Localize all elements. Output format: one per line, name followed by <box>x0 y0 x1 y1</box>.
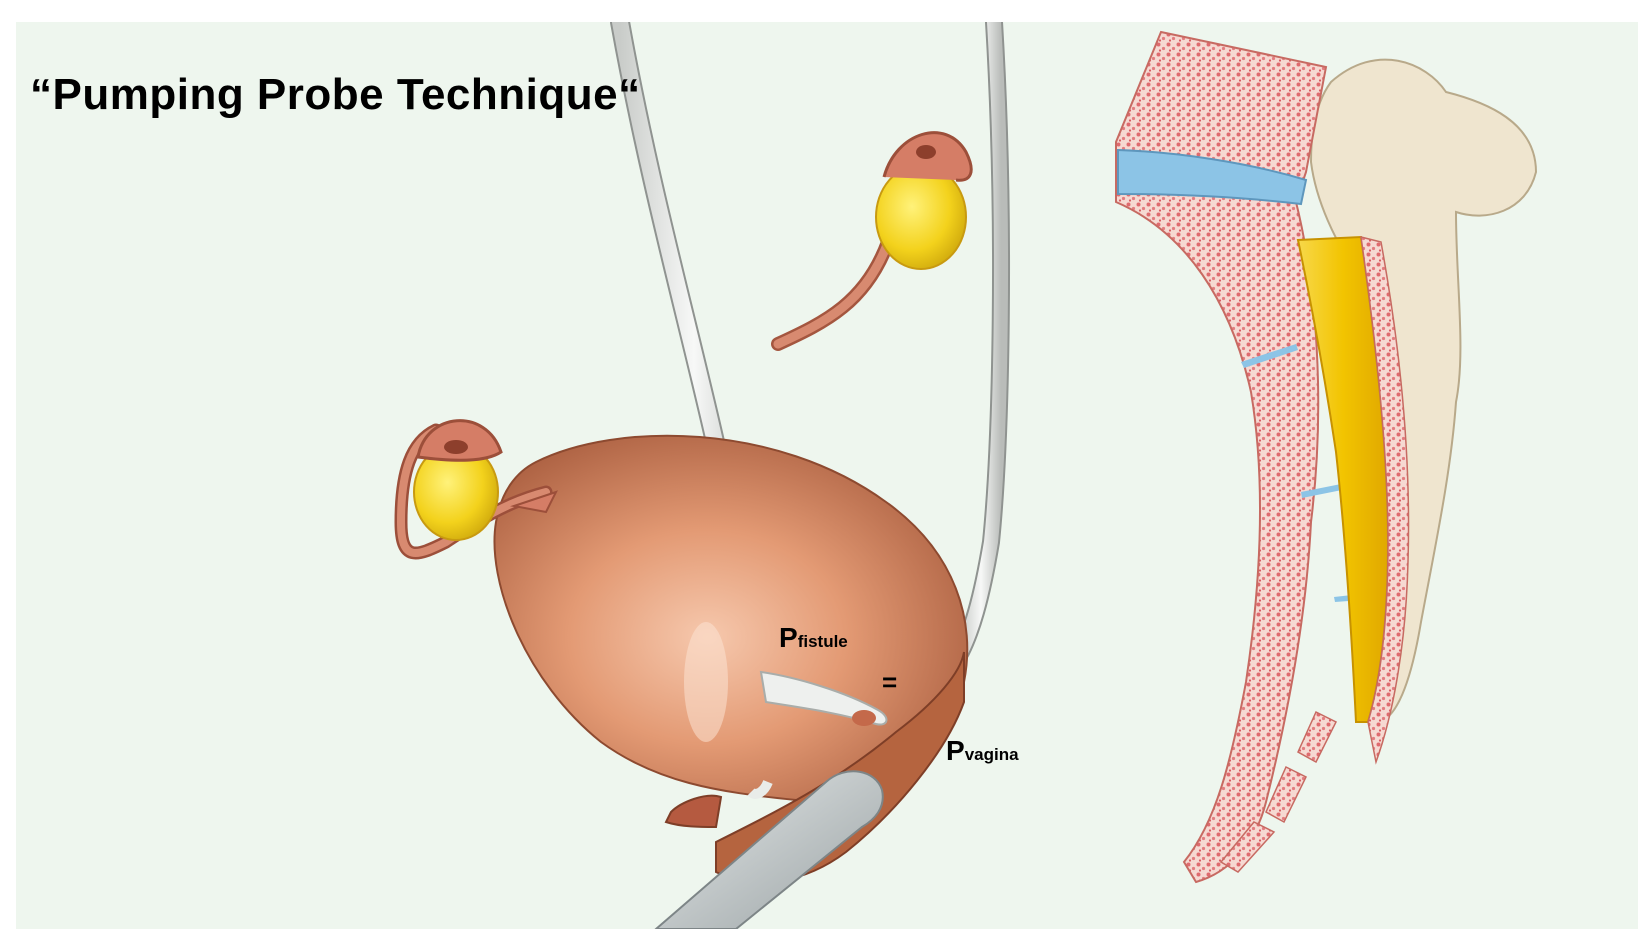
label-p-vagina: Pvagina <box>946 735 1019 767</box>
label-equals: = <box>882 667 897 698</box>
label-p-fistule-main: P <box>779 622 798 653</box>
sacrum-cross-section <box>1116 32 1536 882</box>
slide-canvas: “Pumping Probe Technique“ Pfistule = Pva… <box>16 22 1638 929</box>
upper-kidney <box>778 133 971 344</box>
anatomy-illustration <box>16 22 1638 929</box>
bladder <box>494 436 967 883</box>
label-p-vagina-sub: vagina <box>965 745 1019 764</box>
catheter-right <box>961 22 1001 652</box>
label-p-fistule: Pfistule <box>779 622 848 654</box>
label-p-vagina-main: P <box>946 735 965 766</box>
label-p-fistule-sub: fistule <box>798 632 848 651</box>
slide-title: “Pumping Probe Technique“ <box>30 70 641 120</box>
